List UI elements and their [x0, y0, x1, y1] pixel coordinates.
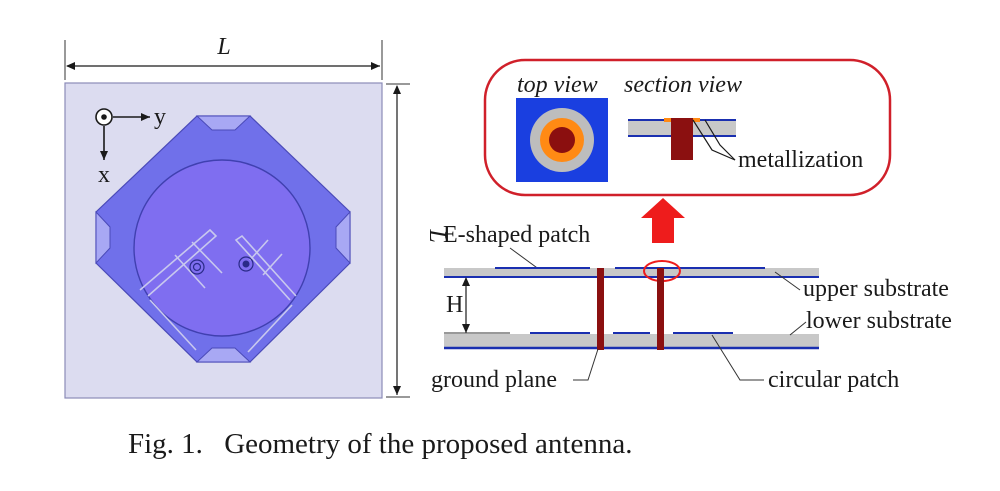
circular-patch-label: circular patch [768, 367, 899, 393]
corner-tab-left [95, 210, 111, 265]
coordinate-axes [95, 108, 150, 160]
inset-section-view-icon [628, 118, 736, 161]
axis-x-label: x [98, 162, 110, 188]
lower-substrate-label: lower substrate [806, 308, 952, 334]
lower-substrate [444, 334, 819, 348]
top-view-antenna: L L [64, 34, 450, 399]
inset-detail: top view section view metallization [483, 58, 892, 197]
axis-y-label: y [154, 104, 166, 130]
section-view-label: section view [624, 72, 742, 98]
corner-tab-right [335, 210, 351, 265]
corner-tab-bottom [195, 347, 252, 363]
side-view-antenna: E-shaped patch H upper substrate lower s… [431, 222, 952, 393]
feed-point-left [189, 259, 205, 275]
inset-top-view-icon [516, 98, 608, 182]
dimension-l-label: L [216, 34, 230, 60]
ground-plane-label: ground plane [431, 367, 557, 393]
metallization-label: metallization [738, 147, 863, 173]
height-label: H [446, 292, 463, 318]
upper-substrate-label: upper substrate [803, 276, 949, 302]
zoom-arrow [641, 198, 685, 243]
e-shaped-slots [139, 228, 297, 353]
upper-substrate [444, 268, 819, 277]
feed-probe-left [597, 268, 604, 350]
figure-caption: Fig. 1. Geometry of the proposed antenna… [128, 428, 632, 461]
dimension-l-side-label: L [424, 228, 450, 242]
feed-probe-right [657, 268, 664, 350]
figure-caption-text: Geometry of the proposed antenna. [224, 428, 633, 460]
figure-caption-number: Fig. 1. [128, 428, 203, 460]
top-view-label: top view [517, 72, 598, 98]
corner-tab-top [195, 115, 252, 131]
e-shaped-patch-label: E-shaped patch [443, 222, 590, 248]
circular-patch [133, 159, 311, 337]
feed-point-right [238, 256, 254, 272]
